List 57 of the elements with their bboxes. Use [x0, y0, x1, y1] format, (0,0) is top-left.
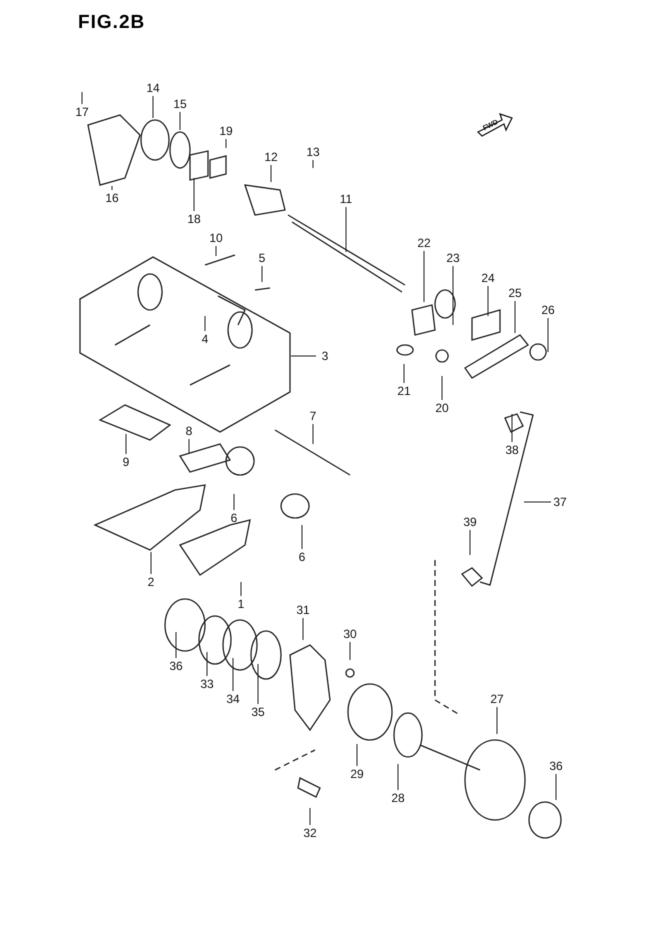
figure-title: FIG.2B — [78, 12, 146, 34]
callout-number: 33 — [197, 677, 217, 691]
callout-number: 6 — [224, 511, 244, 525]
callout-number: 19 — [216, 124, 236, 138]
callout-number: 1 — [231, 597, 251, 611]
callout-number: 11 — [336, 192, 356, 206]
callout-number: 10 — [206, 231, 226, 245]
callout-number: 25 — [505, 286, 525, 300]
callout-number: 23 — [443, 251, 463, 265]
leader-line — [452, 266, 454, 326]
leader-line — [204, 316, 206, 332]
callout-number: 6 — [292, 550, 312, 564]
leader-line — [240, 582, 242, 596]
callout-number: 30 — [340, 627, 360, 641]
callout-number: 35 — [248, 705, 268, 719]
leader-line — [302, 618, 304, 640]
leader-line — [188, 438, 190, 454]
callout-number: 36 — [166, 659, 186, 673]
leader-line — [270, 164, 272, 182]
callout-number: 21 — [394, 384, 414, 398]
callout-number: 16 — [102, 191, 122, 205]
callout-number: 2 — [141, 575, 161, 589]
leader-line — [356, 744, 358, 766]
leader-line — [150, 552, 152, 574]
callout-number: 18 — [184, 212, 204, 226]
leader-line — [206, 652, 208, 676]
callout-number: 27 — [487, 692, 507, 706]
callout-number: 8 — [179, 424, 199, 438]
callout-number: 17 — [72, 105, 92, 119]
callout-number: 9 — [116, 455, 136, 469]
callout-number: 31 — [293, 603, 313, 617]
callout-number: 34 — [223, 692, 243, 706]
callout-number: 20 — [432, 401, 452, 415]
callout-number: 22 — [414, 236, 434, 250]
callout-number: 26 — [538, 303, 558, 317]
callout-number: 12 — [261, 150, 281, 164]
callout-number: 37 — [550, 495, 570, 509]
callout-number: 32 — [300, 826, 320, 840]
leader-line — [312, 160, 314, 168]
callout-number: 24 — [478, 271, 498, 285]
callout-number: 15 — [170, 97, 190, 111]
callout-number: 29 — [347, 767, 367, 781]
callout-number: 36 — [546, 759, 566, 773]
callout-number: 13 — [303, 145, 323, 159]
callout-number: 7 — [303, 409, 323, 423]
leader-line — [514, 300, 516, 334]
leader-line — [312, 424, 314, 444]
callout-number: 14 — [143, 81, 163, 95]
callout-number: 5 — [252, 251, 272, 265]
leader-line — [232, 658, 234, 692]
leader-line — [496, 706, 498, 734]
leader-line — [152, 96, 154, 118]
callout-number: 28 — [388, 791, 408, 805]
callout-number: 3 — [315, 349, 335, 363]
callout-number: 39 — [460, 515, 480, 529]
callout-number: 4 — [195, 332, 215, 346]
callout-number: 38 — [502, 443, 522, 457]
